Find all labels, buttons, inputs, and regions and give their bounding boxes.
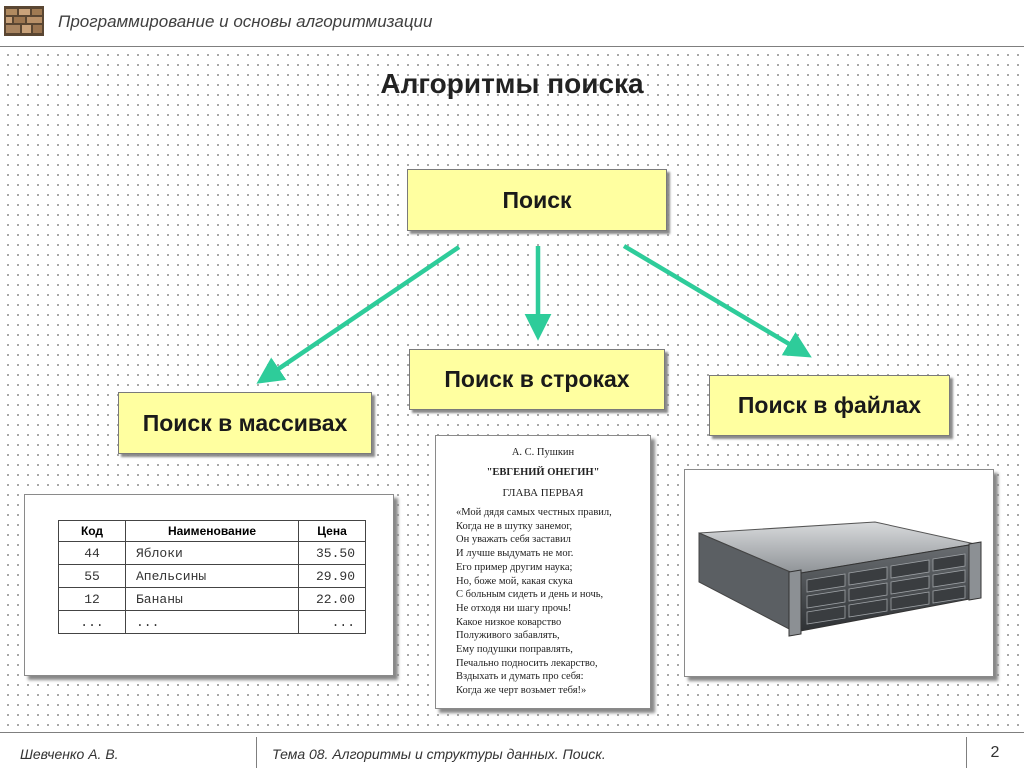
table-row: 55 Апельсины 29.90 [58, 564, 366, 588]
poem-line: Какое низкое коварство [456, 616, 562, 628]
table-cell: ... [58, 610, 126, 634]
server-image-card [684, 469, 994, 677]
poem-line: Но, боже мой, какая скука [456, 575, 573, 587]
footer-divider [966, 737, 967, 768]
footer-author: Шевченко А. В. [20, 746, 119, 762]
poem-line: Не отходя ни шагу прочь! [456, 602, 572, 614]
poem-line: Его пример другим наука; [456, 561, 573, 573]
array-table-card: Код Наименование Цена 44 Яблоки 35.50 55… [24, 494, 394, 676]
table-row: ... ... ... [58, 610, 366, 634]
table-cell: Бананы [125, 587, 299, 611]
root-box-search: Поиск [407, 169, 667, 231]
slide-footer: Шевченко А. В. Тема 08. Алгоритмы и стру… [0, 732, 1024, 768]
table-row: 12 Бананы 22.00 [58, 587, 366, 611]
server-storage-icon [698, 521, 982, 637]
table-cell: Яблоки [125, 541, 299, 565]
slide-title: Алгоритмы поиска [380, 68, 644, 99]
poem-line: Он уважать себя заставил [456, 534, 571, 546]
arrow-to-files [622, 244, 812, 358]
table-cell: 55 [58, 564, 126, 588]
poem-line: Ему подушки поправлять, [456, 644, 573, 656]
table-header-row: Код Наименование Цена [58, 520, 366, 542]
table-cell: Апельсины [125, 564, 299, 588]
table-cell: 12 [58, 587, 126, 611]
table-cell: 35.50 [298, 541, 366, 565]
footer-topic: Тема 08. Алгоритмы и структуры данных. П… [272, 746, 606, 762]
poem-chapter: ГЛАВА ПЕРВАЯ [502, 487, 584, 499]
column-header: Цена [298, 520, 366, 542]
poem-line: Печально подносить лекарство, [456, 657, 598, 669]
poem-text-card: А. С. Пушкин "ЕВГЕНИЙ ОНЕГИН" ГЛАВА ПЕРВ… [435, 435, 651, 709]
page-number: 2 [990, 744, 1000, 761]
table-cell: ... [125, 610, 299, 634]
table-cell: 44 [58, 541, 126, 565]
branch-box-strings: Поиск в строках [409, 349, 665, 410]
poem-author: А. С. Пушкин [511, 447, 575, 458]
slide-header: Программирование и основы алгоритмизации [0, 0, 1024, 47]
branch-box-arrays: Поиск в массивах [118, 392, 372, 454]
table-cell: ... [298, 610, 366, 634]
poem-line: Вздыхать и думать про себя: [456, 671, 584, 683]
poem-line: Когда же черт возьмет тебя!» [456, 685, 587, 697]
poem-line: Когда не в шутку занемог, [456, 520, 573, 532]
column-header: Наименование [125, 520, 299, 542]
poem-line: «Мой дядя самых честных правил, [456, 507, 612, 518]
footer-divider [256, 737, 257, 768]
table-cell: 29.90 [298, 564, 366, 588]
poem-lines: «Мой дядя самых честных правил, Когда не… [456, 506, 612, 698]
arrow-to-arrays [256, 245, 461, 384]
poem-work-title: "ЕВГЕНИЙ ОНЕГИН" [486, 467, 600, 478]
poem-line: С больным сидеть и день и ночь, [456, 589, 604, 601]
poem-line: И лучше выдумать не мог. [456, 548, 574, 560]
array-table: Код Наименование Цена 44 Яблоки 35.50 55… [58, 520, 366, 634]
branch-box-files: Поиск в файлах [709, 375, 950, 436]
table-row: 44 Яблоки 35.50 [58, 541, 366, 565]
table-cell: 22.00 [298, 587, 366, 611]
poem-line: Полуживого забавлять, [456, 630, 560, 642]
course-title: Программирование и основы алгоритмизации [58, 12, 433, 31]
bricks-logo-icon [4, 6, 44, 36]
column-header: Код [58, 520, 126, 542]
